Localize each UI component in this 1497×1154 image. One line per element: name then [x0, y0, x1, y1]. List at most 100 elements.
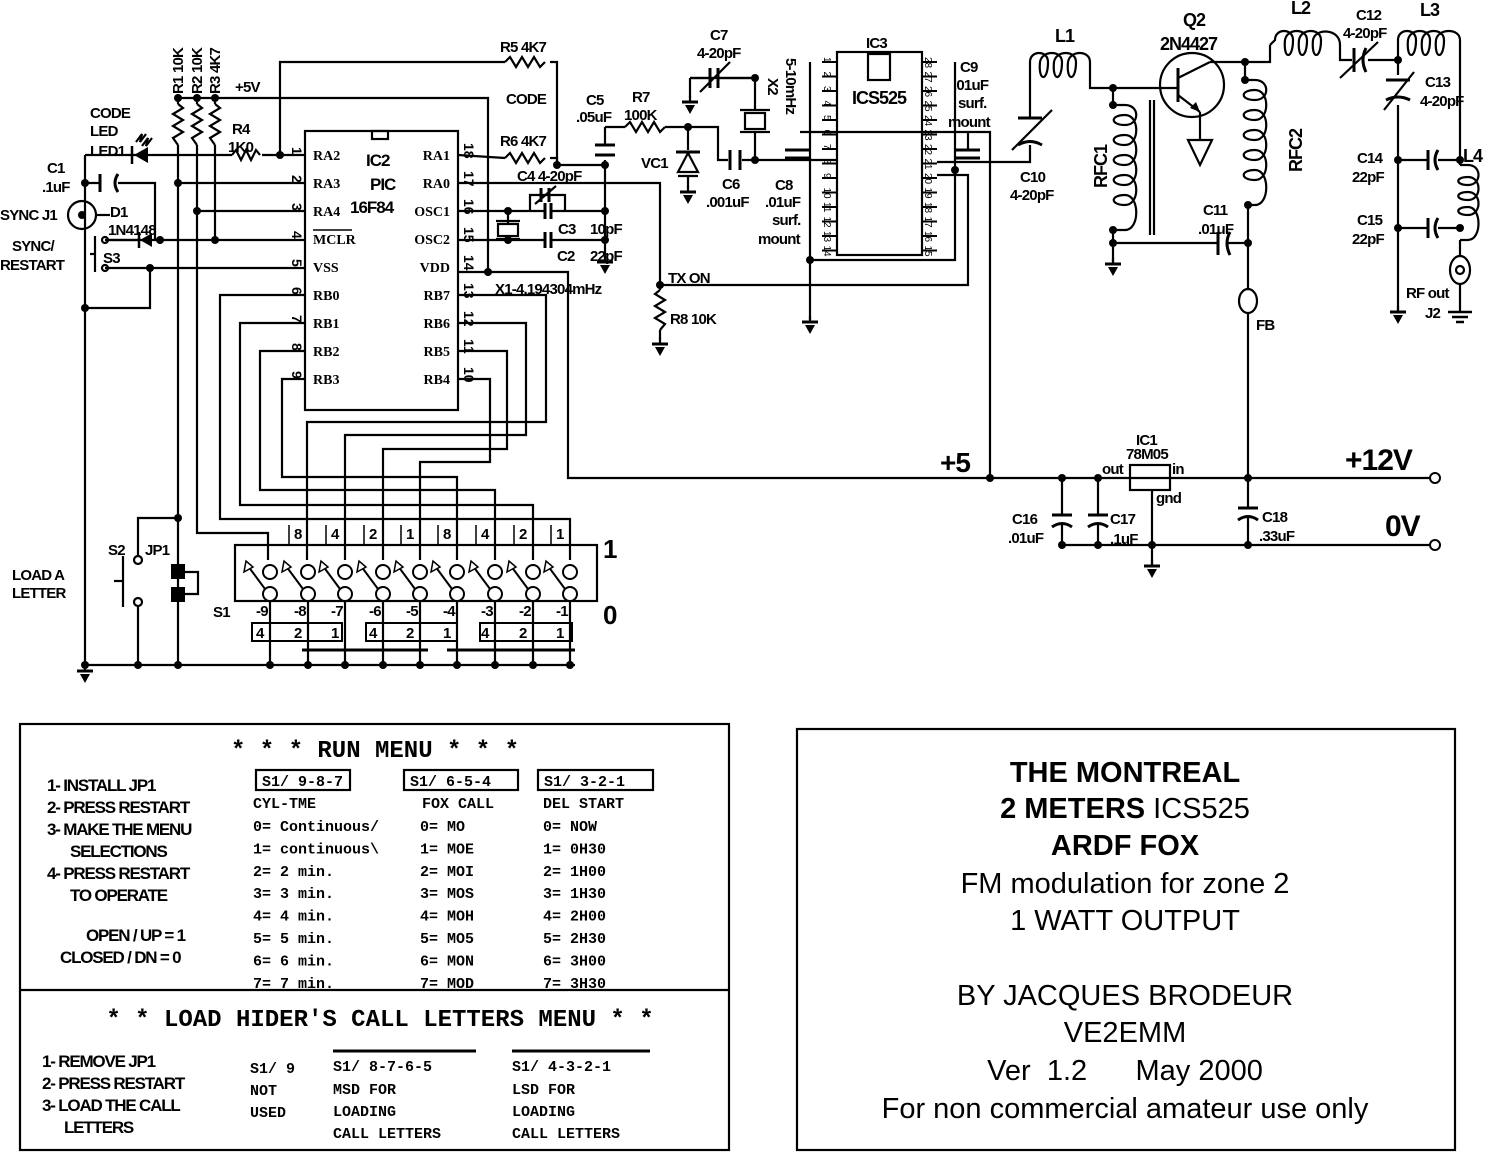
ferrite-bead-icon — [1237, 287, 1259, 315]
label-c10: C10 — [1020, 169, 1046, 186]
switch-bit-weight: 2 — [369, 526, 377, 543]
ic3-pin-number: 2 — [821, 72, 832, 78]
ic3-pin-number: 25 — [922, 101, 933, 113]
label-code-led: LED1 — [90, 143, 126, 160]
jumper-jp1-icon — [171, 564, 200, 602]
load-col-item: LSD FOR — [512, 1082, 575, 1099]
switch-position-label: -5 — [406, 603, 418, 620]
capacitor-c6-icon — [728, 150, 742, 170]
label-c6: .001uF — [706, 194, 749, 211]
switch-lever-icon — [434, 565, 453, 590]
switch-contact-top — [337, 564, 353, 580]
resistor-r4-icon — [231, 147, 261, 163]
switch-arrow-icon — [505, 559, 518, 574]
ic2-pin-name: RB3 — [313, 373, 339, 388]
title-line: 1 WATT OUTPUT — [1010, 905, 1240, 937]
ic3-pin-number: 9 — [821, 173, 832, 179]
run-column-subheader: CYL-TME — [253, 796, 316, 813]
run-menu-title: * * * RUN MENU * * * — [231, 738, 519, 765]
label-rfc1: RFC1 — [1091, 144, 1111, 188]
ic2-pin-number: 14 — [461, 255, 477, 271]
load-col-item: USED — [250, 1105, 286, 1122]
ic2-pin-number: 4 — [289, 231, 305, 239]
run-step: 3- MAKE THE MENU — [47, 820, 192, 839]
label-c8: surf. — [772, 212, 801, 229]
run-option: 7= MOD — [420, 976, 474, 993]
capacitor-c11-icon — [1216, 231, 1232, 256]
label-c6: C6 — [722, 176, 740, 193]
load-col-item: S1/ 4-3-2-1 — [512, 1059, 611, 1076]
label-c15: C15 — [1357, 212, 1383, 229]
ic1-regulator — [1128, 463, 1172, 492]
trimmer-c13-icon — [1383, 71, 1415, 111]
trimmer-c10-icon — [1011, 109, 1053, 151]
sync-jack-icon — [66, 199, 98, 231]
ic3-pin-number: 10 — [821, 188, 832, 200]
run-menu: * * * RUN MENU * * * 1- INSTALL JP1 2- P… — [18, 722, 731, 1152]
load-menu: * * LOAD HIDER'S CALL LETTERS MENU * * 1… — [42, 1007, 654, 1143]
ic2-pin-number: 1 — [289, 147, 305, 155]
label-c13: C13 — [1425, 74, 1451, 91]
label-c9: surf. — [958, 95, 987, 112]
switch-arrow-icon — [317, 559, 330, 574]
label-c18: C18 — [1262, 509, 1288, 526]
label-ic1: IC1 — [1136, 432, 1157, 449]
run-column-subheader: FOX CALL — [422, 796, 494, 813]
ic3-pin-number: 26 — [922, 86, 933, 98]
ic3-pin-number: 28 — [922, 57, 933, 69]
switch-contact-bottom — [375, 586, 391, 602]
switch-group-weight: 2 — [294, 625, 302, 642]
components: 1234567891011121314282726252423222120191… — [66, 29, 1480, 669]
capacitor-c2-icon — [543, 232, 553, 248]
capacitor-c3-icon — [543, 203, 553, 219]
title-line: THE MONTREAL — [1010, 757, 1240, 789]
label-0v: 0V — [1385, 510, 1421, 543]
ic2-pin-name: VSS — [313, 261, 339, 276]
switch-contact-top — [375, 564, 391, 580]
label-c12: C12 — [1356, 7, 1382, 24]
label-jp1: JP1 — [145, 542, 170, 559]
switch-bit-weight: 1 — [556, 526, 564, 543]
label-vc1: VC1 — [641, 155, 668, 172]
led-icon — [130, 133, 153, 164]
switch-bit-weight: 2 — [519, 526, 527, 543]
label-code: CODE — [506, 91, 547, 108]
switch-lever-icon — [322, 565, 341, 590]
ic3-pin-number: 13 — [821, 231, 832, 243]
capacitor-c16-icon — [1051, 513, 1073, 529]
switch-arrow-icon — [542, 559, 555, 574]
run-option: 3= MOS — [420, 886, 474, 903]
ic3-pin-number: 16 — [922, 231, 933, 243]
switch-s2-icon — [114, 554, 144, 608]
load-step: 3- LOAD THE CALL — [42, 1096, 180, 1115]
load-col-item: S1/ 9 — [250, 1061, 295, 1078]
title-block: THE MONTREAL 2 METERS ICS525 ARDF FOX FM… — [795, 727, 1457, 1152]
run-option: 0= MO — [420, 819, 465, 836]
trimmer-c12-icon — [1339, 41, 1379, 79]
label-r3: R3 4K7 — [207, 47, 224, 94]
label-plus12v: +12V — [1345, 444, 1413, 477]
switch-bit-weight: 4 — [331, 526, 340, 543]
run-step: 1- INSTALL JP1 — [47, 776, 156, 795]
capacitor-c8-icon — [785, 148, 810, 160]
label-fb: FB — [1256, 317, 1275, 334]
switch-position-label: -7 — [331, 603, 343, 620]
switch-contact-top — [412, 564, 428, 580]
run-option: 1= 0H30 — [543, 841, 606, 858]
switch-contact-top — [487, 564, 503, 580]
label-c17: C17 — [1110, 511, 1136, 528]
label-s2: S2 — [108, 542, 125, 559]
junction-dot — [416, 661, 424, 669]
label-sync-restart: RESTART — [0, 257, 65, 274]
resistor-r7-icon — [624, 119, 666, 135]
label-r7: R7 — [632, 89, 650, 106]
run-option: 2= 2 min. — [253, 864, 334, 881]
switch-group-weight: 4 — [481, 625, 490, 642]
ic2-pin-number: 13 — [461, 283, 477, 299]
trimmer-c4-icon — [534, 185, 557, 205]
run-column-subheader: DEL START — [543, 796, 624, 813]
label-r2: R2 10K — [189, 47, 206, 94]
